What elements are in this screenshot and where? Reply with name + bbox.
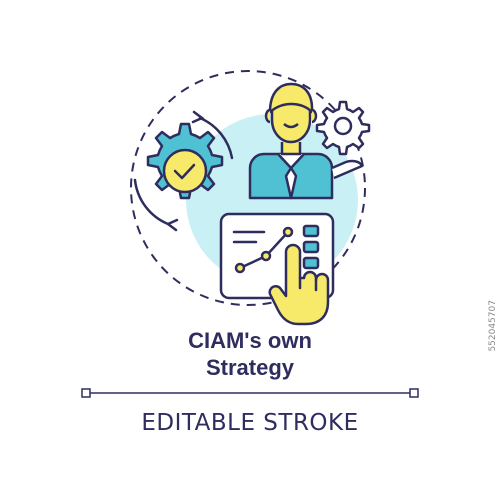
title-line-1: CIAM's own: [188, 328, 312, 353]
businessman-icon: [248, 82, 364, 200]
editable-stroke-caption: EDITABLE STROKE: [141, 410, 359, 436]
title-line-2: Strategy: [205, 355, 295, 380]
dashed-circle: [130, 70, 366, 306]
pointing-hand-icon: [268, 243, 330, 326]
cycle-arrows-icon: [133, 110, 234, 232]
small-gear-icon: [315, 100, 371, 156]
divider-line: [81, 388, 419, 398]
gear-check-icon: [146, 122, 224, 200]
stock-id: 552045707: [488, 300, 498, 352]
